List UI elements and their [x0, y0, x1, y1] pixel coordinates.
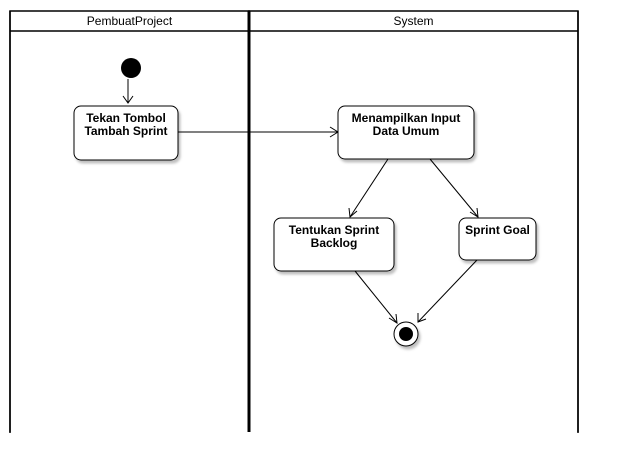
action-label-line: Tekan Tombol: [86, 111, 166, 125]
arrowhead-menampilkan-to-goal: [469, 207, 479, 218]
action-tekan-tombol-tambah-sprint: Tekan Tombol Tambah Sprint: [73, 105, 179, 161]
action-sprint-goal: Sprint Goal: [458, 217, 537, 261]
edge-goal-to-end: [417, 259, 478, 323]
action-label-line: Backlog: [311, 236, 358, 250]
action-label-line: Sprint Goal: [465, 223, 530, 237]
lane-title-pembuat-project: PembuatProject: [87, 14, 173, 28]
arrowhead-tentukan-to-end: [388, 313, 398, 324]
arrowhead-start-to-tekan: [122, 95, 134, 104]
initial-node: [121, 58, 141, 78]
arrowhead-menampilkan-to-tentukan: [348, 207, 358, 218]
edge-menampilkan-to-tentukan: [349, 158, 389, 218]
action-label-line: Data Umum: [373, 124, 440, 138]
lane-bottom-mask: [0, 432, 618, 474]
action-tentukan-sprint-backlog: Tentukan Sprint Backlog: [273, 217, 395, 272]
action-label-line: Tentukan Sprint: [289, 223, 379, 237]
action-label-line: Tambah Sprint: [84, 124, 167, 138]
flow-edges: [122, 79, 479, 324]
swimlane-pembuat-project: PembuatProject: [9, 10, 250, 434]
arrowhead-goal-to-end: [417, 313, 427, 323]
action-label-line: Menampilkan Input: [352, 111, 461, 125]
edge-menampilkan-to-goal: [429, 158, 479, 218]
final-node: [393, 321, 419, 347]
lane-title-system: System: [393, 14, 433, 28]
edge-tentukan-to-end: [354, 270, 398, 324]
action-menampilkan-input-data-umum: Menampilkan Input Data Umum: [337, 105, 475, 160]
